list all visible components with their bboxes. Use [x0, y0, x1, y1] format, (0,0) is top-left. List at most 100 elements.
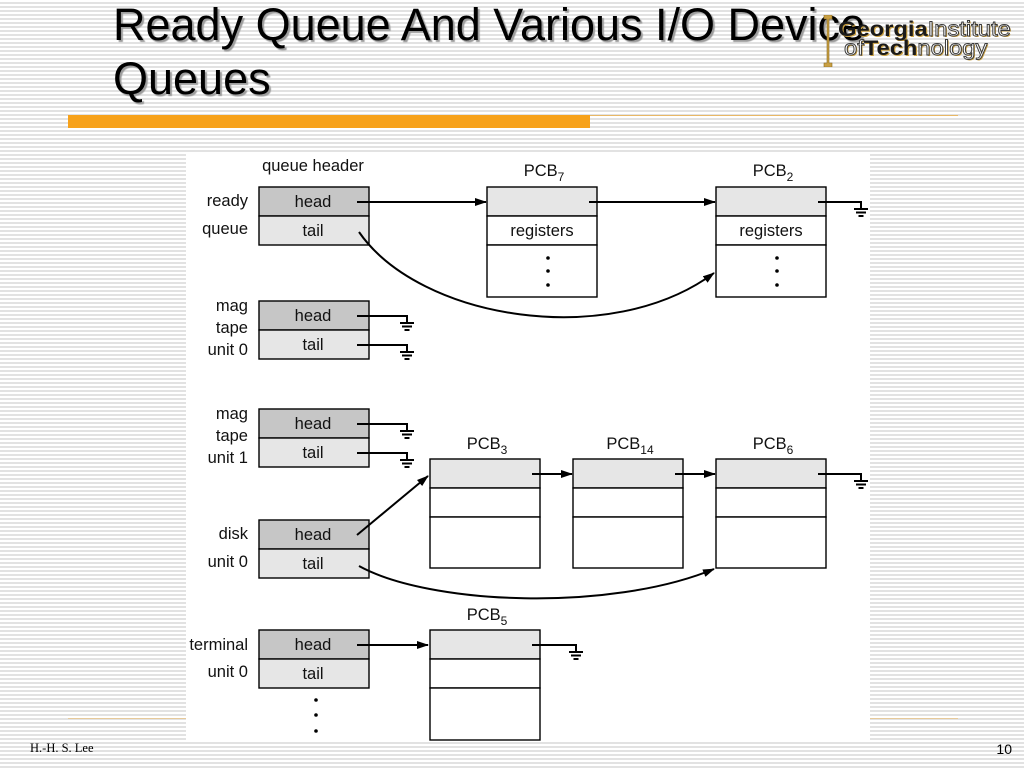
- logo-word: Institute: [927, 18, 1011, 41]
- ellipsis-dot: [314, 729, 318, 733]
- pcb-number: 2: [787, 170, 794, 184]
- ellipsis-dot: [314, 698, 318, 702]
- pcb-number: 6: [787, 443, 794, 457]
- tail-cell: [258, 548, 370, 579]
- mag-tape-unit-0-header: mag tape unit 0 head tail: [208, 297, 370, 360]
- tail-label: tail: [302, 222, 323, 240]
- ready-queue-header: ready queue head tail: [202, 186, 370, 246]
- pcb-pointer-field: [715, 458, 827, 489]
- pcb-label: PCB5: [467, 606, 508, 628]
- pointer-disk-head-to-pcb3: [356, 475, 429, 536]
- tail-cell: [258, 215, 370, 246]
- pcb-more-fields: [572, 516, 684, 569]
- null-pointer-pcb2: [818, 201, 868, 217]
- pcb-name: PCB: [524, 162, 558, 180]
- queue-label-line: mag: [216, 297, 248, 315]
- null-pointer-mag-tape-0-head: [357, 315, 414, 331]
- pcb-pointer-field: [429, 629, 541, 660]
- queue-label-line: tape: [216, 319, 248, 337]
- pcb-more-fields: [429, 687, 541, 741]
- logo-word: nology: [917, 37, 988, 60]
- head-label: head: [295, 307, 332, 325]
- gt-emblem-icon: [823, 15, 833, 67]
- pcb-label: PCB14: [606, 435, 654, 457]
- ellipsis-dot: [546, 256, 550, 260]
- pcb-label: PCB7: [524, 162, 565, 184]
- pcb-2: PCB2 registers: [715, 162, 827, 298]
- terminal-unit-0-header: terminal unit 0 head tail: [189, 629, 370, 689]
- null-pointer-mag-tape-1-head: [357, 423, 414, 439]
- title-rule-line: [590, 115, 958, 116]
- head-label: head: [295, 415, 332, 433]
- pcb-pointer-field: [715, 186, 827, 217]
- pcb-name: PCB: [467, 606, 501, 624]
- pcb-field: [715, 487, 827, 518]
- ellipsis-dot: [775, 256, 779, 260]
- ellipsis-dot: [314, 713, 318, 717]
- pcb-3: PCB3: [429, 435, 541, 569]
- pcb-more-fields: [715, 516, 827, 569]
- pcb-label: PCB6: [753, 435, 794, 457]
- head-label: head: [295, 636, 332, 654]
- pcb-more-fields: [486, 244, 598, 298]
- pcb-label: PCB2: [753, 162, 794, 184]
- null-pointer-pcb5: [532, 644, 583, 660]
- queue-label-line: unit 0: [208, 663, 248, 681]
- disk-unit-0-header: disk unit 0 head tail: [208, 519, 370, 579]
- registers-label: registers: [510, 222, 573, 240]
- pcb-number: 3: [501, 443, 508, 457]
- pcb-number: 7: [558, 170, 565, 184]
- pointer-ready-tail-to-pcb2: [358, 231, 715, 319]
- logo-word: Tech: [863, 37, 918, 60]
- queue-label-line: disk: [219, 525, 249, 543]
- pcb-pointer-field: [486, 186, 598, 217]
- head-cell: [258, 629, 370, 660]
- tail-cell: [258, 658, 370, 689]
- pcb-more-fields: [429, 516, 541, 569]
- queue-label-line: tape: [216, 427, 248, 445]
- tail-label: tail: [302, 336, 323, 354]
- null-pointer-pcb6: [818, 473, 868, 489]
- pcb-number: 5: [501, 614, 508, 628]
- logo-word: of: [844, 37, 865, 60]
- queue-label-line: unit 0: [208, 341, 248, 359]
- ellipsis-dot: [775, 269, 779, 273]
- tail-label: tail: [302, 665, 323, 683]
- georgia-tech-logo: GeorgiaInstitute ofTechnology: [822, 14, 1018, 68]
- pcb-number: 14: [640, 443, 654, 457]
- pcb-name: PCB: [467, 435, 501, 453]
- pcb-name: PCB: [753, 435, 787, 453]
- queue-label-line: queue: [202, 220, 248, 238]
- tail-label: tail: [302, 555, 323, 573]
- pcb-14: PCB14: [572, 435, 684, 569]
- queue-label-line: unit 1: [208, 449, 248, 467]
- registers-label: registers: [739, 222, 802, 240]
- pcb-pointer-field: [429, 458, 541, 489]
- null-pointer-mag-tape-0-tail: [357, 344, 414, 360]
- title-underline-bar: [68, 115, 590, 128]
- slide-title: Ready Queue And Various I/O Device Queue…: [113, 0, 866, 104]
- queue-label-line: unit 0: [208, 553, 248, 571]
- pcb-label: PCB3: [467, 435, 508, 457]
- pcb-name: PCB: [606, 435, 640, 453]
- pcb-field: [429, 658, 541, 689]
- pointer-disk-tail-to-pcb6: [358, 565, 715, 600]
- logo-line-1: GeorgiaInstitute: [838, 18, 1011, 41]
- head-cell: [258, 186, 370, 217]
- tail-label: tail: [302, 444, 323, 462]
- logo-word: Georgia: [838, 18, 928, 41]
- pcb-field: [572, 487, 684, 518]
- ellipsis-dot: [775, 283, 779, 287]
- queue-header-label: queue header: [262, 157, 364, 175]
- queue-label-line: terminal: [189, 636, 248, 654]
- pcb-5: PCB5: [429, 606, 541, 741]
- null-pointer-mag-tape-1-tail: [357, 452, 414, 468]
- head-label: head: [295, 193, 332, 211]
- pcb-field: [429, 487, 541, 518]
- ellipsis-dot: [546, 283, 550, 287]
- head-label: head: [295, 526, 332, 544]
- more-queues-ellipsis: [314, 698, 318, 733]
- mag-tape-unit-1-header: mag tape unit 1 head tail: [208, 405, 370, 468]
- queue-label-line: ready: [207, 192, 249, 210]
